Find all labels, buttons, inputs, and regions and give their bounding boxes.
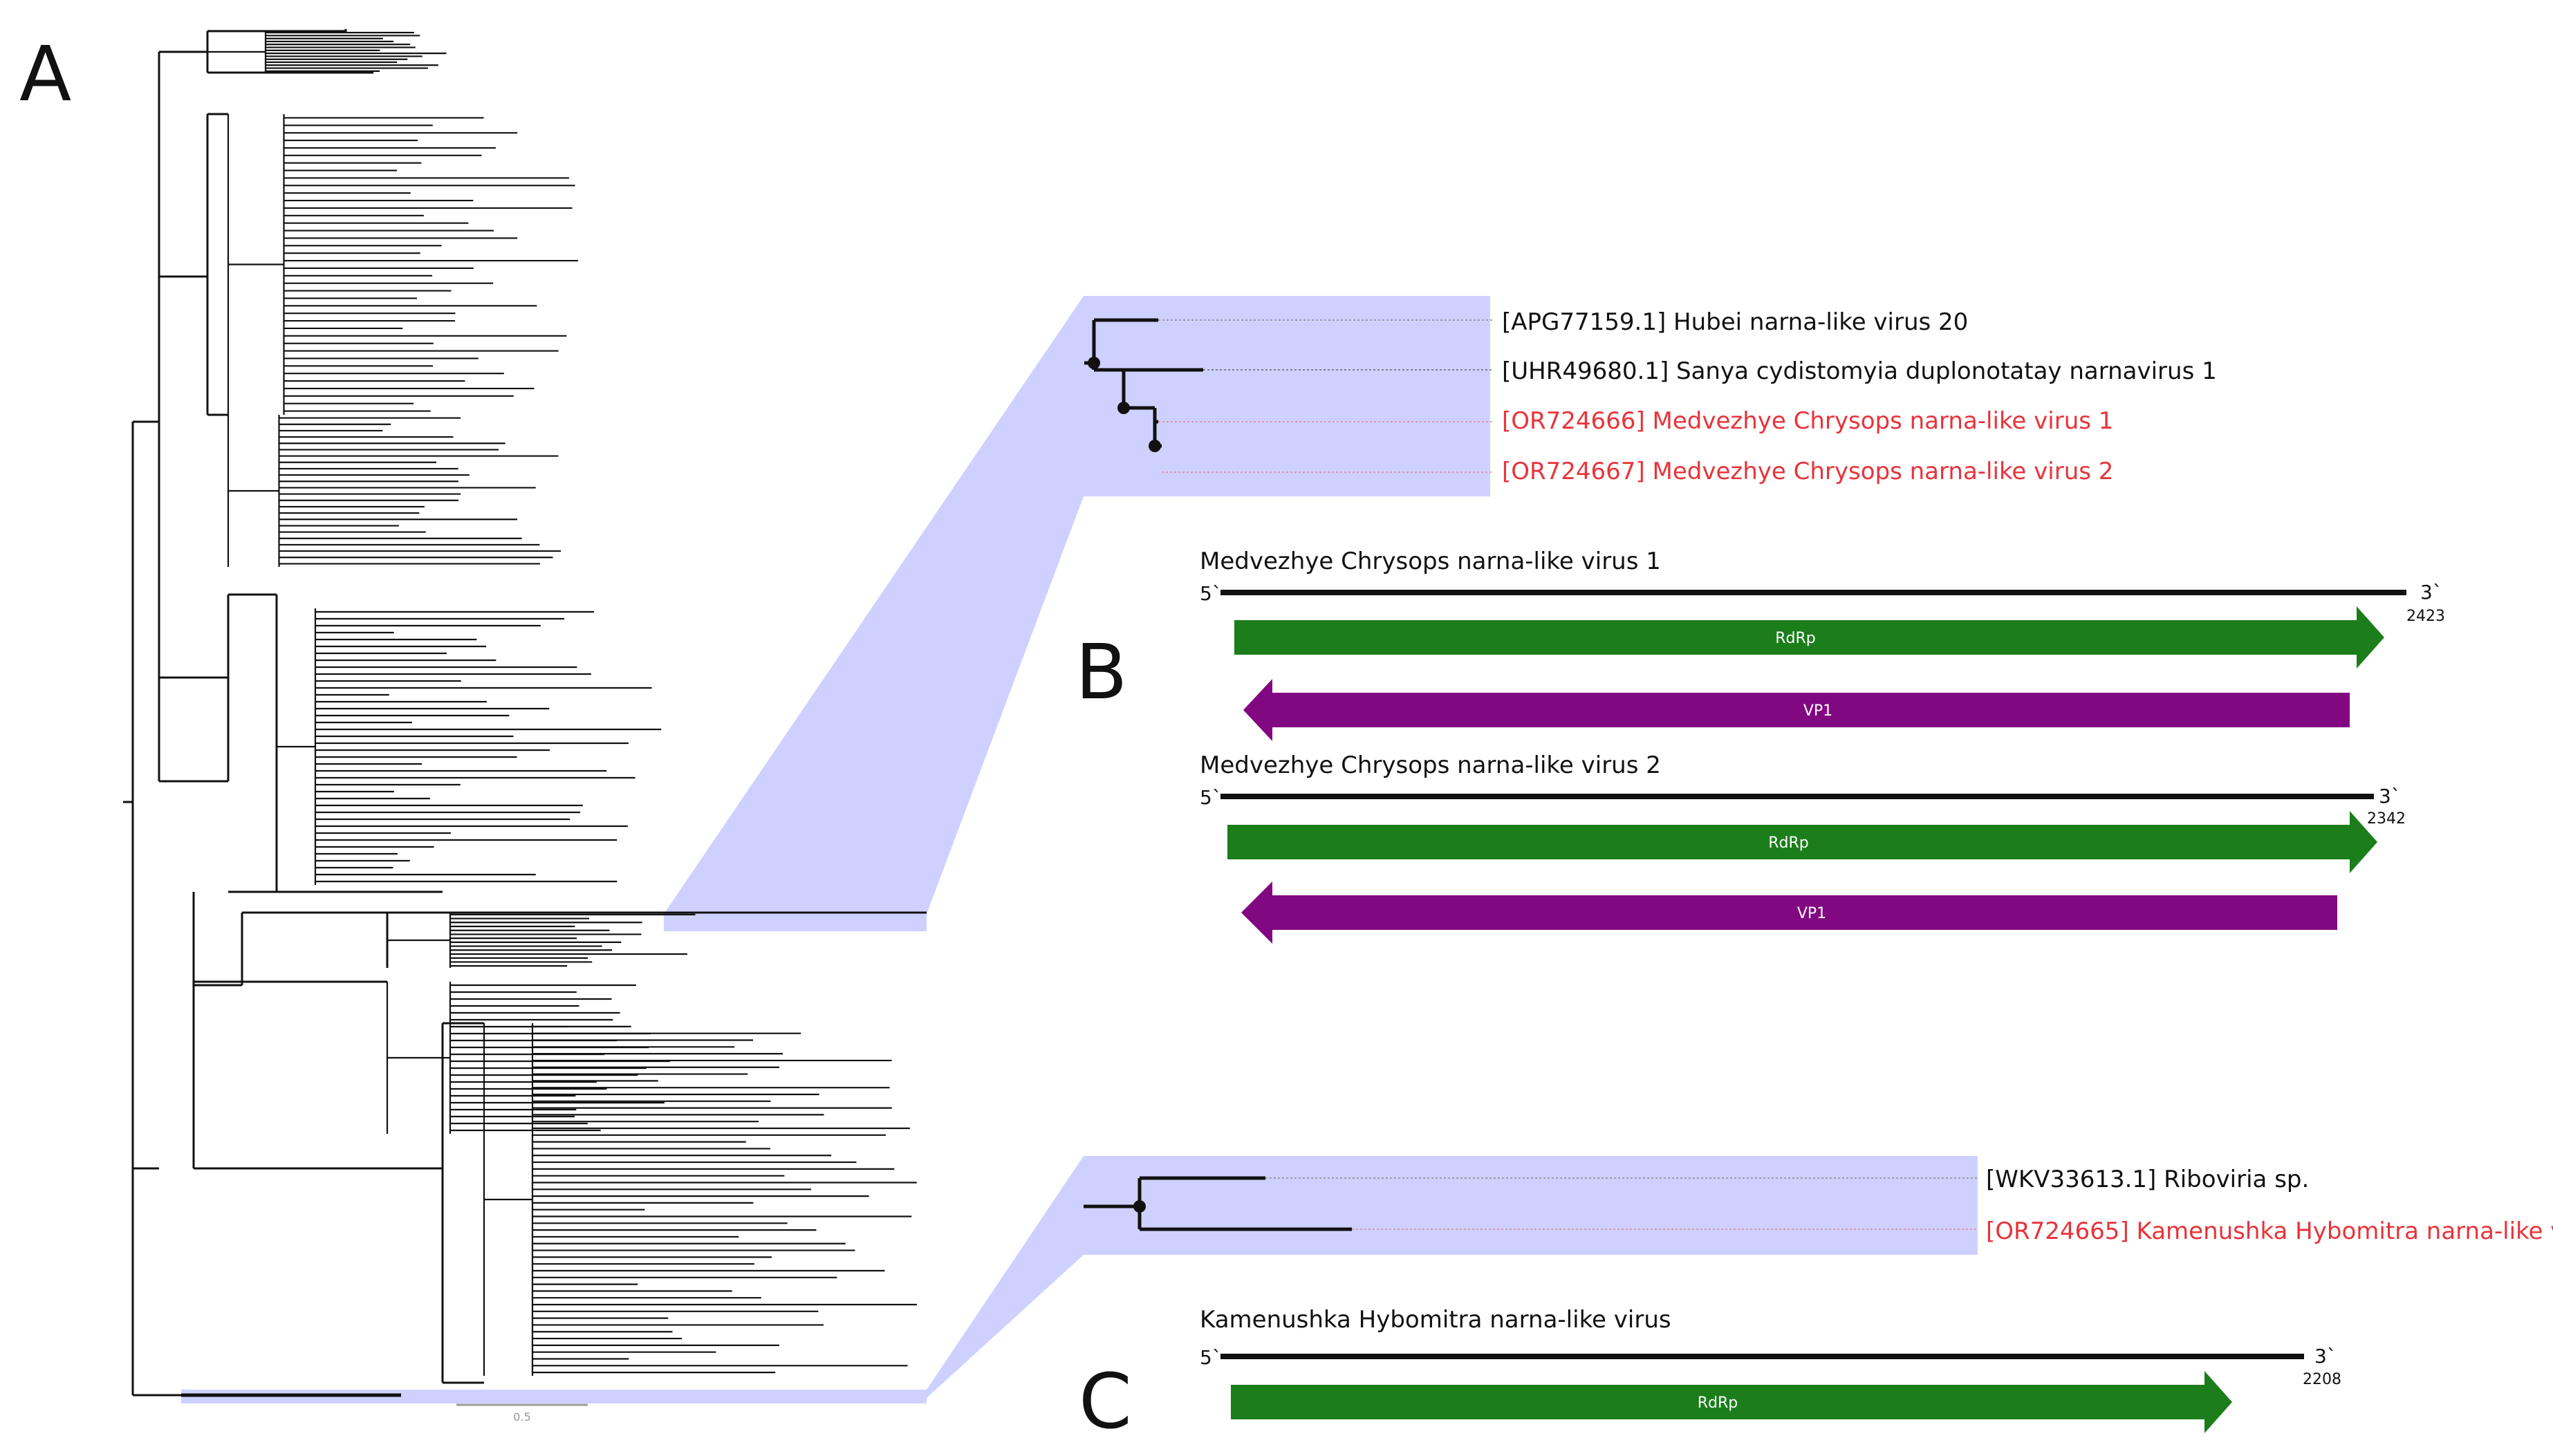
clade-c-zoom-highlight bbox=[181, 1156, 1978, 1403]
overview-tree-tips bbox=[206, 31, 917, 1376]
tree-scale-bar-label: 0.5 bbox=[513, 1410, 530, 1424]
five-prime-label: 5` bbox=[1200, 1346, 1222, 1369]
panel-label-c: C bbox=[1079, 1357, 1132, 1446]
five-prime-label: 5` bbox=[1200, 582, 1222, 605]
genome-length-label: 2342 bbox=[2367, 810, 2406, 828]
clade-c-leaves: [WKV33613.1] Riboviria sp. [OR724665] Kam… bbox=[1986, 1166, 2553, 1245]
leaf-label: [OR724665] Kamenushka Hybomitra narna-li… bbox=[1986, 1217, 2553, 1245]
orf-label: RdRp bbox=[1698, 1394, 1738, 1412]
rdrp-orf-arrow bbox=[1231, 1371, 2232, 1433]
three-prime-label: 3` bbox=[2379, 785, 2401, 808]
genome-name: Kamenushka Hybomitra narna-like virus bbox=[1200, 1306, 1671, 1334]
genome-name: Medvezhye Chrysops narna-like virus 2 bbox=[1200, 752, 1661, 779]
leaf-label: [WKV33613.1] Riboviria sp. bbox=[1986, 1166, 2309, 1193]
panel-label-b: B bbox=[1075, 628, 1127, 716]
clade-b-nodes bbox=[1088, 357, 1161, 452]
rdrp-orf-arrow bbox=[1227, 811, 2377, 873]
five-prime-label: 5` bbox=[1200, 786, 1222, 809]
clade-b-zoom-highlight bbox=[664, 296, 1490, 931]
leaf-label: [OR724666] Medvezhye Chrysops narna-like… bbox=[1502, 407, 2113, 435]
leaf-label: [OR724667] Medvezhye Chrysops narna-like… bbox=[1502, 458, 2113, 485]
clade-b-leader-lines bbox=[1158, 319, 1494, 473]
three-prime-label: 3` bbox=[2314, 1345, 2337, 1368]
panel-label-a: A bbox=[19, 30, 71, 118]
orf-label: RdRp bbox=[1775, 630, 1816, 647]
genome-length-label: 2423 bbox=[2406, 608, 2445, 625]
vp1-orf-arrow bbox=[1241, 881, 2337, 944]
rdrp-orf-arrow bbox=[1234, 606, 2384, 669]
leaf-label: [UHR49680.1] Sanya cydistomyia duplonota… bbox=[1502, 357, 2217, 385]
orf-label: RdRp bbox=[1768, 834, 1809, 852]
genome-maps: Medvezhye Chrysops narna-like virus 1 5` 3… bbox=[1200, 548, 2445, 1433]
genome-length-label: 2208 bbox=[2303, 1371, 2341, 1388]
clade-c-node bbox=[1133, 1200, 1146, 1213]
orf-label: VP1 bbox=[1803, 702, 1832, 720]
clade-c-leader-lines bbox=[1265, 1177, 1978, 1230]
three-prime-label: 3` bbox=[2420, 581, 2442, 604]
genome-name: Medvezhye Chrysops narna-like virus 1 bbox=[1200, 548, 1661, 575]
leaf-label: [APG77159.1] Hubei narna-like virus 20 bbox=[1502, 308, 1968, 336]
orf-label: VP1 bbox=[1797, 905, 1826, 922]
vp1-orf-arrow bbox=[1243, 679, 2350, 741]
clade-b-leaves: [APG77159.1] Hubei narna-like virus 20 [U… bbox=[1502, 308, 2217, 485]
